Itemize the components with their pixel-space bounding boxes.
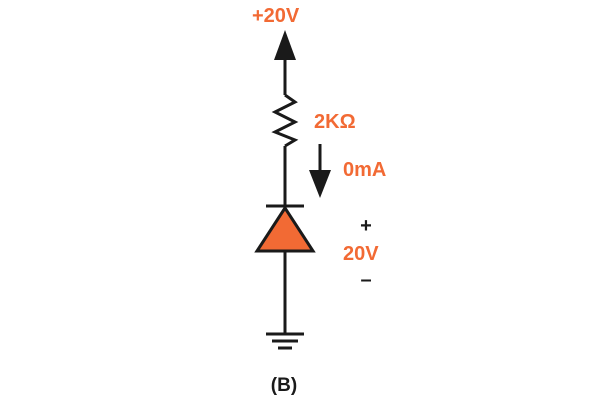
supply-arrow-icon xyxy=(274,30,296,95)
current-label: 0mA xyxy=(343,159,386,181)
diode-icon xyxy=(254,204,316,253)
figure-caption: (B) xyxy=(271,375,297,396)
supply-voltage-label: +20V xyxy=(252,5,300,27)
ground-icon xyxy=(266,332,304,350)
diode-voltage-label: 20V xyxy=(343,243,379,265)
resistor-icon xyxy=(271,93,299,148)
diode-plus-sign: + xyxy=(360,215,372,237)
current-arrow-icon xyxy=(309,144,331,198)
resistance-label: 2KΩ xyxy=(314,111,356,133)
diode-minus-sign: – xyxy=(360,269,371,291)
